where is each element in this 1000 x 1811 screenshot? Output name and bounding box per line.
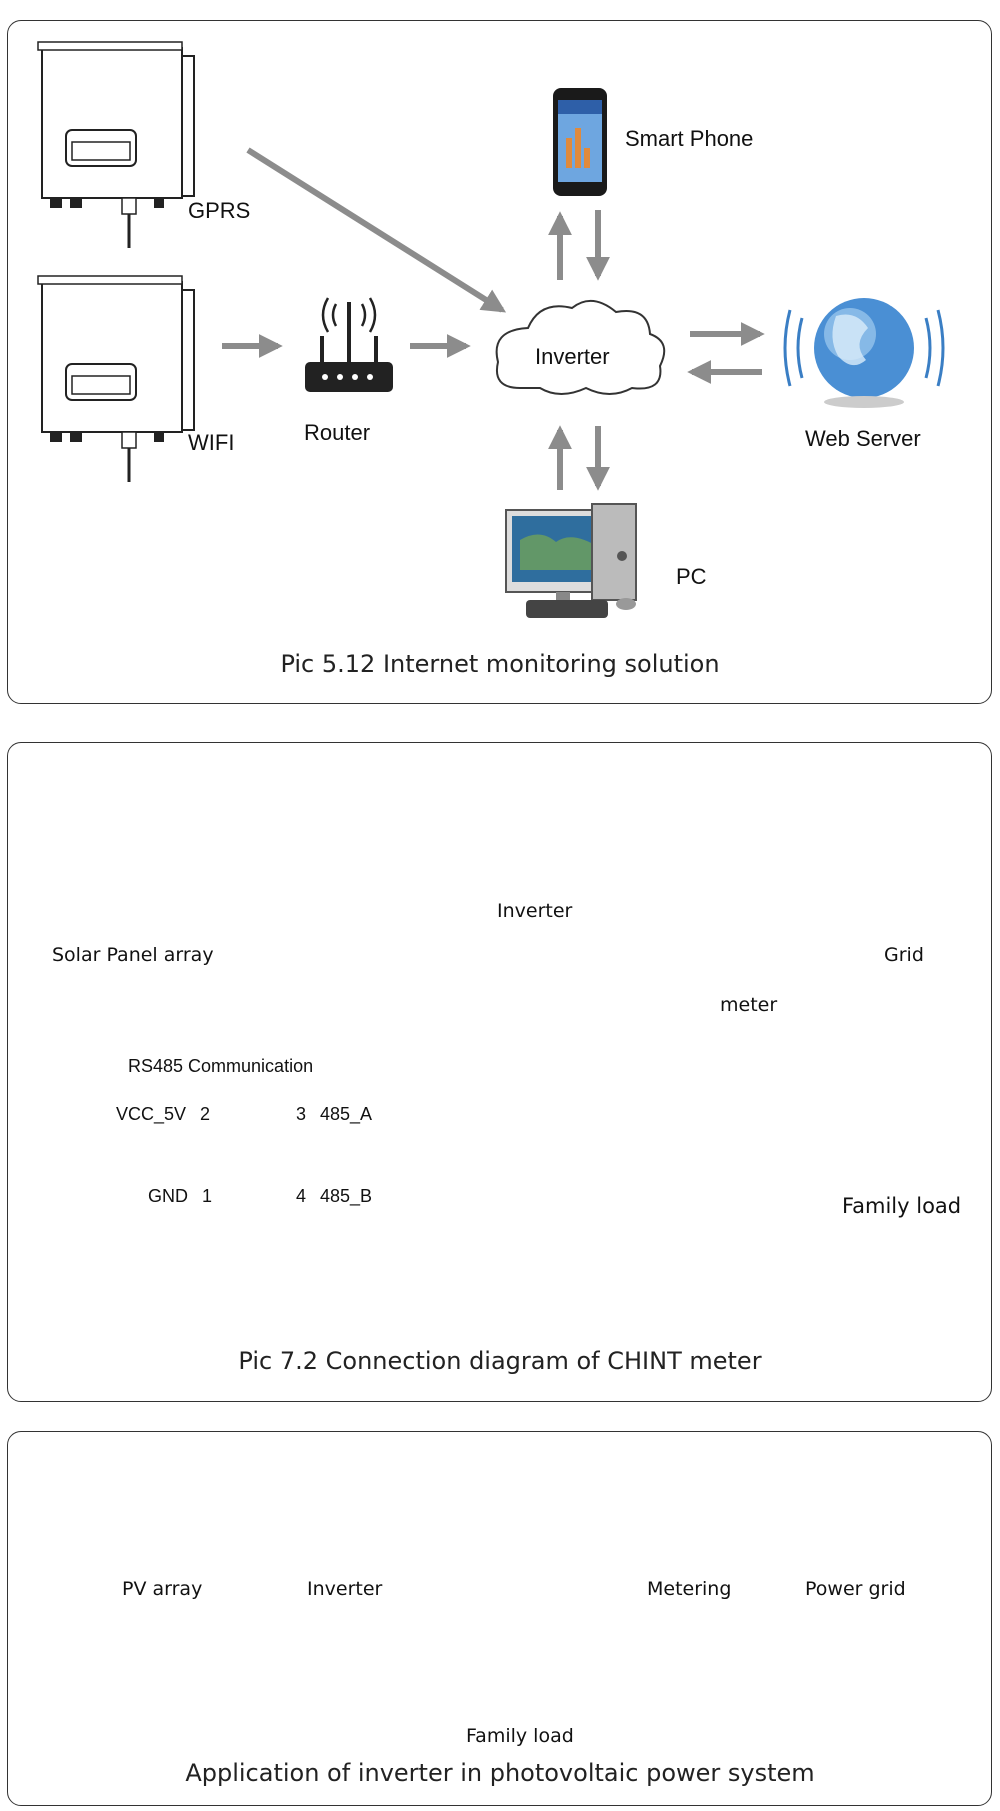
panel1-caption: Pic 5.12 Internet monitoring solution [280, 650, 720, 678]
wifi-label: WIFI [188, 430, 235, 455]
metering-label: Metering [647, 1578, 732, 1600]
gnd-label: GND [148, 1186, 188, 1206]
gprs-label: GPRS [188, 198, 251, 223]
pc-icon [505, 503, 637, 618]
smartphone-icon [553, 88, 607, 196]
power-grid-label: Power grid [805, 1578, 906, 1600]
connection-arrows [222, 147, 765, 491]
panel3-caption: Application of inverter in photovoltaic … [185, 1759, 815, 1787]
chint-meter-panel [7, 742, 992, 1402]
pin4-label: 4 [296, 1186, 307, 1206]
router-label: Router [304, 420, 371, 445]
web-server-label: Web Server [805, 426, 921, 451]
gprs-inverter-icon [36, 40, 196, 250]
cloud-inverter-label: Inverter [535, 344, 610, 369]
web-server-globe-icon [783, 298, 945, 408]
p3-family-load-label: Family load [466, 1725, 574, 1747]
family-load-label: Family load [842, 1194, 962, 1218]
grid-label: Grid [884, 944, 924, 966]
panel2-caption: Pic 7.2 Connection diagram of CHINT mete… [238, 1347, 762, 1375]
rs485-label: RS485 Communication [128, 1056, 314, 1076]
cloud-icon [495, 300, 666, 395]
meter-label: meter [720, 994, 778, 1016]
vcc-label: VCC_5V [116, 1104, 187, 1124]
smart-phone-label: Smart Phone [625, 126, 754, 151]
pv-system-panel [7, 1431, 992, 1806]
wifi-inverter-icon [36, 274, 196, 484]
router-icon [305, 297, 393, 392]
b485-label: 485_B [320, 1186, 373, 1206]
pin1-label: 1 [202, 1186, 213, 1206]
pv-array-label: PV array [122, 1578, 203, 1600]
pin2-label: 2 [200, 1104, 211, 1124]
pc-label: PC [676, 564, 707, 589]
pin3-label: 3 [296, 1104, 307, 1124]
inverter-label: Inverter [497, 900, 573, 922]
solar-panel-array-label: Solar Panel array [52, 944, 214, 966]
p3-inverter-label: Inverter [307, 1578, 383, 1600]
a485-label: 485_A [320, 1104, 373, 1124]
